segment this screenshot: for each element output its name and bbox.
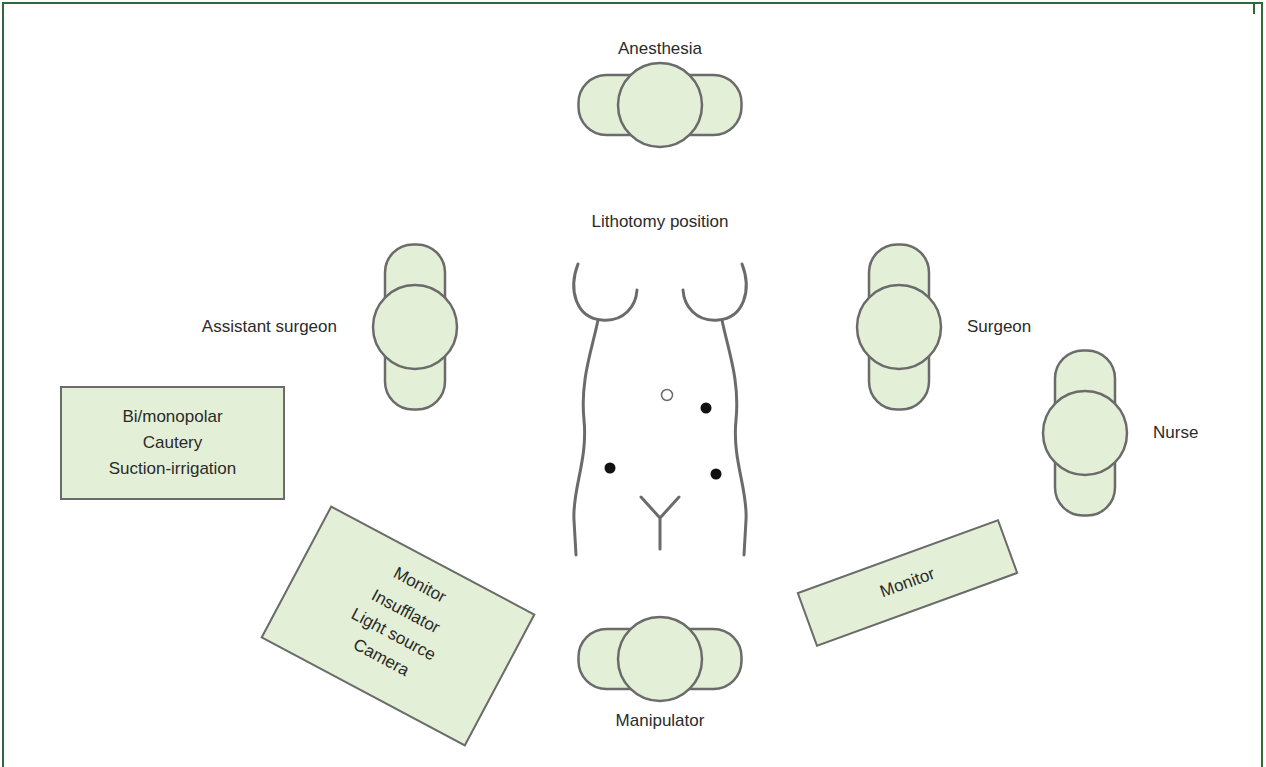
role-label: Assistant surgeon <box>202 317 337 337</box>
role-label: Manipulator <box>616 711 705 731</box>
person-head <box>1043 391 1127 475</box>
equipment-box: Bi/monopolarCauterySuction-irrigation <box>60 386 285 500</box>
person-symbol <box>577 615 743 703</box>
person-symbol <box>1041 349 1129 517</box>
person-head <box>618 617 702 701</box>
equipment-label: Suction-irrigation <box>109 456 237 482</box>
person-head <box>373 285 457 369</box>
equipment-label: Bi/monopolar <box>122 404 222 430</box>
person-symbol <box>371 243 459 411</box>
equipment-label: Monitor <box>876 561 938 605</box>
role-label: Nurse <box>1153 423 1198 443</box>
anesthesia-station: Anesthesia <box>577 61 743 149</box>
monitor-tower: MonitorInsufflatorLight sourceCamera <box>260 505 535 746</box>
person-head <box>857 285 941 369</box>
assistant-station: Assistant surgeon <box>371 243 459 411</box>
port-marks <box>605 390 722 480</box>
person-symbol <box>855 243 943 411</box>
role-label: Surgeon <box>967 317 1031 337</box>
person-symbol <box>577 61 743 149</box>
manipulator-station: Manipulator <box>577 615 743 703</box>
nurse-station: Nurse <box>1041 349 1129 517</box>
role-label: Anesthesia <box>618 39 702 59</box>
surgeon-station: Surgeon <box>855 243 943 411</box>
page-frame <box>3 3 1262 767</box>
person-head <box>618 63 702 147</box>
monitor-box: Monitor <box>796 519 1018 647</box>
equipment-label: Cautery <box>143 430 203 456</box>
position-label: Lithotomy position <box>591 212 728 232</box>
body-outline <box>574 264 746 555</box>
